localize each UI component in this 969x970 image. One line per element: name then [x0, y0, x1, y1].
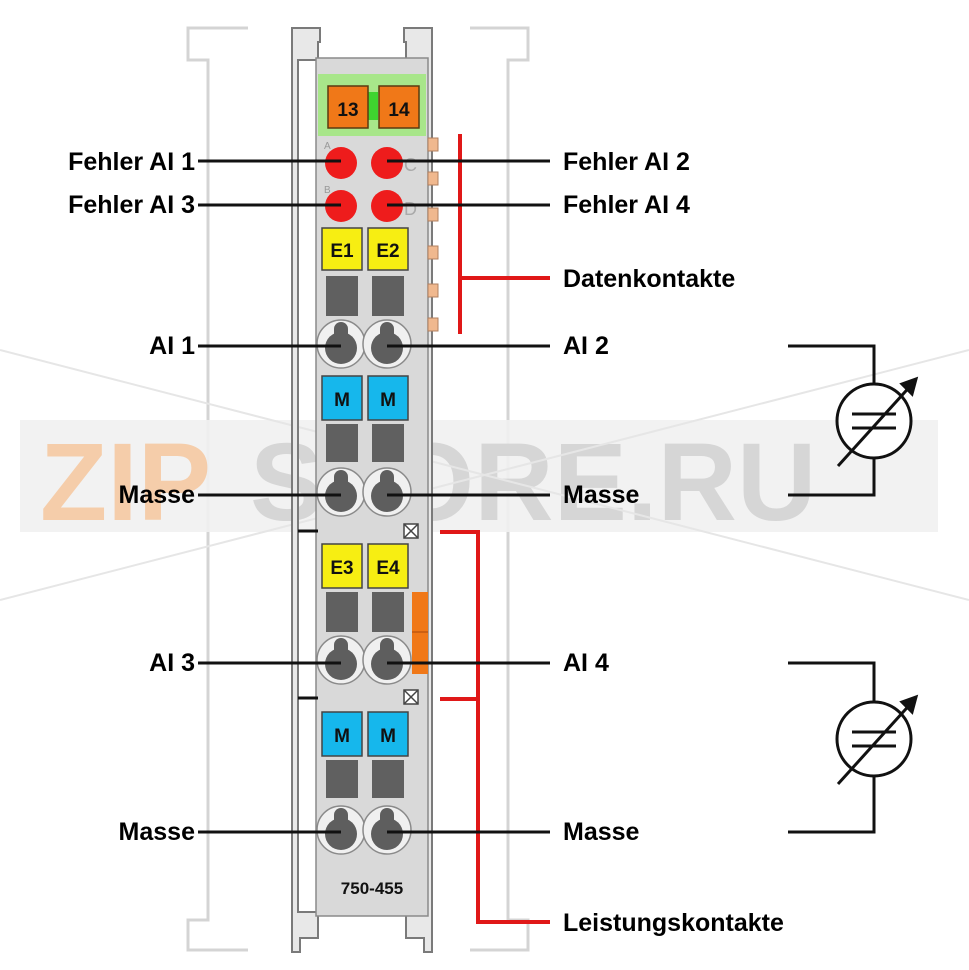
label-masse-lower-left: Masse	[119, 818, 196, 846]
clamp-ai2[interactable]	[371, 332, 403, 364]
watermark-zip: ZIP	[40, 421, 211, 544]
label-ai2: AI 2	[563, 332, 609, 360]
lower-mass-block: M M	[316, 711, 412, 855]
tag-e4: E4	[376, 558, 400, 579]
part-number: 750-455	[341, 879, 403, 898]
clamp-ai1[interactable]	[325, 332, 357, 364]
terminal-13-label: 13	[337, 100, 358, 121]
tag-m1: M	[334, 390, 350, 411]
release-slot[interactable]	[372, 592, 404, 632]
leistungskontakte-bracket	[440, 530, 550, 924]
label-fehler-ai3: Fehler AI 3	[68, 191, 195, 219]
label-ai3: AI 3	[149, 649, 195, 677]
label-fehler-ai4: Fehler AI 4	[563, 191, 690, 219]
label-ai4: AI 4	[563, 649, 609, 677]
release-slot[interactable]	[326, 760, 358, 798]
tag-m4: M	[380, 726, 396, 747]
release-slot[interactable]	[372, 276, 404, 316]
label-datenkontakte: Datenkontakte	[563, 265, 735, 293]
tag-e2: E2	[376, 241, 399, 262]
led-letter-a: A	[324, 141, 331, 152]
clamp-masse[interactable]	[325, 818, 357, 850]
variable-sensor-icon	[788, 344, 919, 497]
label-fehler-ai2: Fehler AI 2	[563, 148, 690, 176]
red-brackets	[440, 134, 550, 924]
label-masse-upper-left: Masse	[119, 481, 196, 509]
led-fehler-ai2	[371, 147, 403, 179]
label-leistungskontakte: Leistungskontakte	[563, 909, 784, 937]
release-slot[interactable]	[326, 424, 358, 462]
data-contacts	[427, 137, 439, 332]
led-letter-b: B	[324, 185, 331, 196]
release-slot[interactable]	[326, 276, 358, 316]
variable-sensor-icon	[788, 661, 919, 834]
tag-e1: E1	[330, 241, 354, 262]
led-letter-c: C	[404, 155, 417, 175]
label-masse-lower-right: Masse	[563, 818, 640, 846]
label-masse-upper-right: Masse	[563, 481, 640, 509]
terminal-14-label: 14	[388, 100, 410, 121]
upper-channel-block: E1 E2	[316, 227, 412, 369]
separators	[298, 523, 428, 705]
leader-lines	[198, 159, 550, 834]
tag-m3: M	[334, 726, 350, 747]
led-letter-d: D	[404, 199, 417, 219]
lower-channel-block: E3 E4	[316, 543, 412, 685]
release-slot[interactable]	[326, 592, 358, 632]
label-fehler-ai1: Fehler AI 1	[68, 148, 195, 176]
led-fehler-ai1	[325, 147, 357, 179]
power-contact-blade	[412, 592, 428, 674]
tag-m2: M	[380, 390, 396, 411]
tag-e3: E3	[330, 558, 353, 579]
clamp-masse[interactable]	[371, 818, 403, 850]
module-left-clip	[291, 27, 321, 953]
top-terminals: 13 14	[327, 85, 420, 129]
label-ai1: AI 1	[149, 332, 195, 360]
watermark: ZIP STORE.RU	[0, 349, 969, 601]
release-slot[interactable]	[372, 424, 404, 462]
upper-mass-block: M M	[316, 375, 412, 517]
release-slot[interactable]	[372, 760, 404, 798]
